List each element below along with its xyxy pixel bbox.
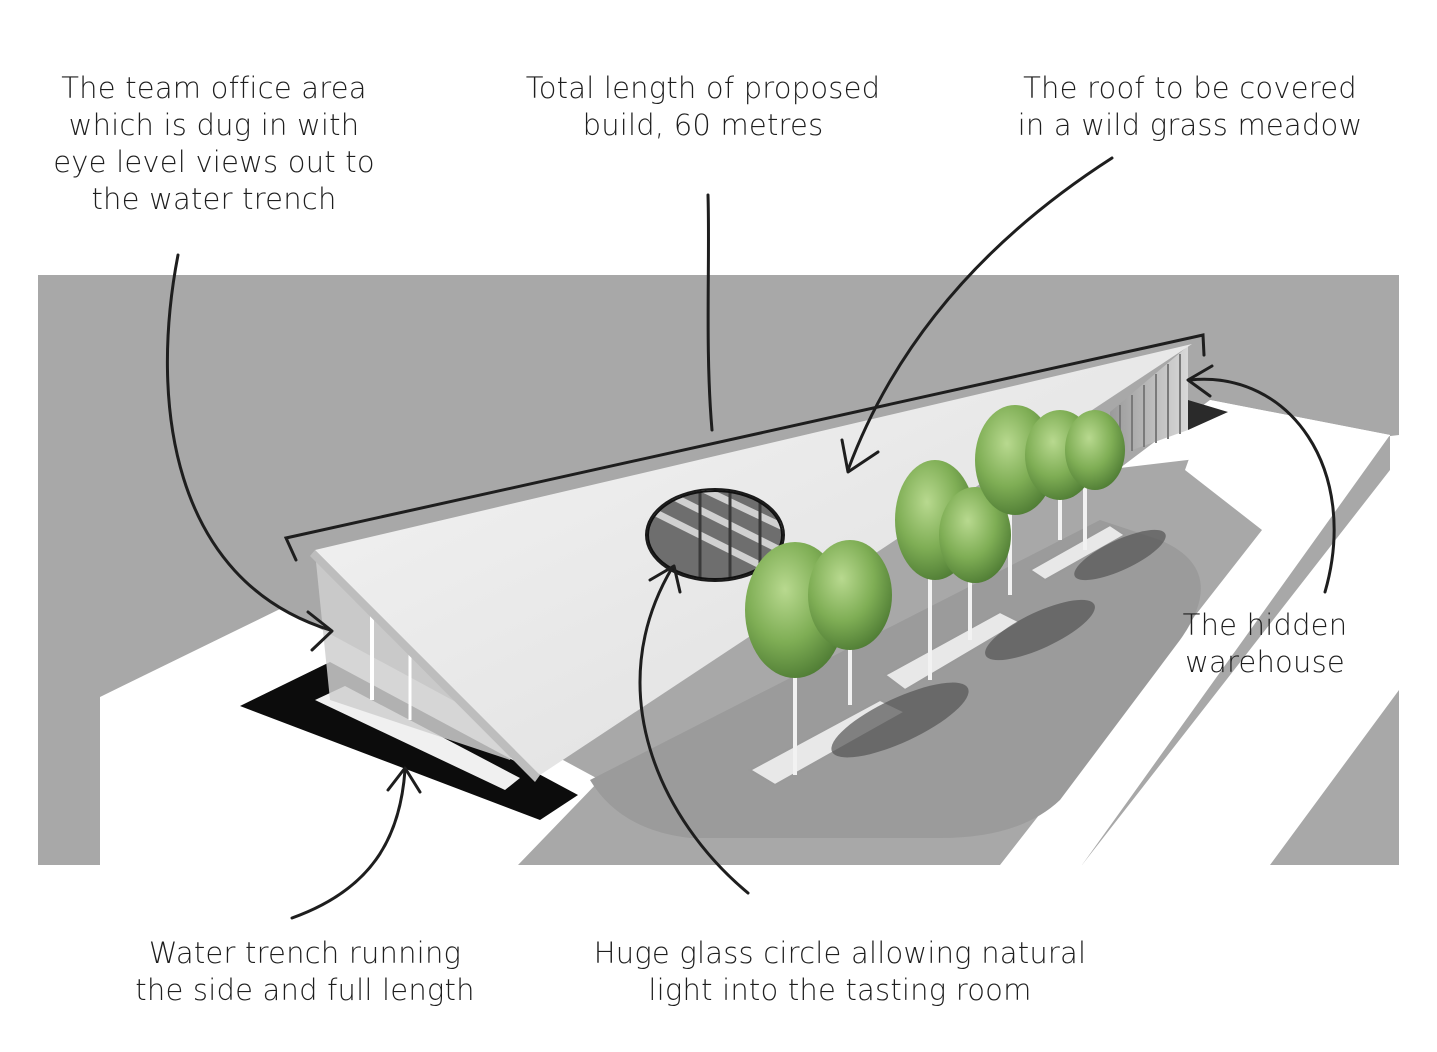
length-annotation-line: build, 60 metres: [505, 107, 901, 144]
trench-annotation-line: the side and full length: [120, 972, 490, 1009]
roof-annotation-line: The roof to be covered: [1000, 70, 1380, 107]
office-annotation: The team office area which is dug in wit…: [40, 70, 388, 218]
office-annotation-line: the water trench: [40, 181, 388, 218]
roof-annotation-line: in a wild grass meadow: [1000, 107, 1380, 144]
trench-annotation-line: Water trench running: [120, 935, 490, 972]
office-annotation-line: which is dug in with: [40, 107, 388, 144]
warehouse-annotation-line: The hidden: [1170, 607, 1360, 644]
trench-annotation: Water trench running the side and full l…: [120, 935, 490, 1009]
warehouse-annotation-line: warehouse: [1170, 644, 1360, 681]
glass-annotation-line: Huge glass circle allowing natural: [580, 935, 1100, 972]
glass-annotation: Huge glass circle allowing natural light…: [580, 935, 1100, 1009]
warehouse-annotation: The hidden warehouse: [1170, 607, 1360, 681]
length-annotation-line: Total length of proposed: [505, 70, 901, 107]
glass-annotation-line: light into the tasting room: [580, 972, 1100, 1009]
office-annotation-line: eye level views out to: [40, 144, 388, 181]
roof-annotation: The roof to be covered in a wild grass m…: [1000, 70, 1380, 144]
office-annotation-line: The team office area: [40, 70, 388, 107]
length-annotation: Total length of proposed build, 60 metre…: [505, 70, 901, 144]
